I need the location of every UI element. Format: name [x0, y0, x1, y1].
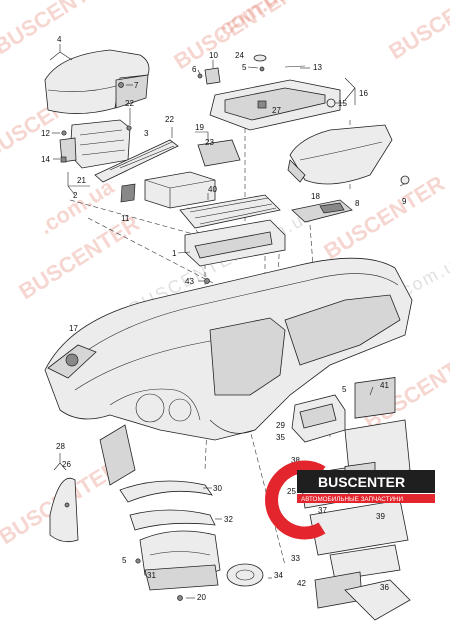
callout-38-upper: 38 [291, 456, 300, 465]
callout-16: 16 [359, 89, 368, 98]
callout-31: 31 [147, 571, 156, 580]
callout-34: 34 [274, 571, 283, 580]
callout-28: 28 [56, 442, 65, 451]
part-13-pin [284, 65, 306, 68]
part-18-handle [291, 199, 353, 223]
callout-22-left: 22 [125, 99, 134, 108]
part-40-mesh-pad [179, 194, 281, 229]
callout-19: 19 [195, 123, 204, 132]
callout-37: 37 [318, 506, 327, 515]
screw-22-left [126, 125, 132, 131]
watermark-brand-right-top: BUSCENTER [384, 0, 450, 64]
part-16-frame [209, 79, 341, 131]
part-36-lower-console [344, 579, 411, 621]
screw-5-top [259, 66, 265, 72]
callout-21: 21 [77, 176, 86, 185]
callout-13: 13 [313, 63, 322, 72]
callout-22-right: 22 [165, 115, 174, 124]
logo-subtitle: АВТОМОБИЛЬНЫЕ ЗАПЧАСТИНИ [301, 496, 404, 503]
callout-17: 17 [69, 324, 78, 333]
part-30-cluster-hood [119, 480, 213, 503]
callout-35: 35 [276, 433, 285, 442]
callout-5-top: 5 [242, 63, 247, 72]
part-23-lid [197, 139, 241, 167]
main-dashboard [44, 257, 413, 486]
callout-25: 25 [287, 487, 296, 496]
watermark-brand-right: BUSCENTER [319, 170, 448, 264]
part-35-bracket [291, 394, 346, 443]
callout-23: 23 [205, 138, 214, 147]
callout-42: 42 [297, 579, 306, 588]
callout-32: 32 [224, 515, 233, 524]
callout-24: 24 [235, 51, 244, 60]
callout-33: 33 [291, 554, 300, 563]
callout-5-low: 5 [122, 556, 127, 565]
screw-12 [61, 130, 67, 136]
callout-20: 20 [197, 593, 206, 602]
callout-leaders [49, 44, 405, 599]
callout-labels: 4 7 22 12 3 14 21 2 11 10 6 24 5 13 16 1… [41, 35, 412, 602]
part-19-tray [144, 171, 216, 209]
screw-5-lower [135, 558, 141, 564]
part-31-lower-cover [144, 564, 219, 591]
part-37-bracket [329, 544, 401, 581]
callout-1: 1 [172, 249, 177, 258]
part-3-vent-strip [94, 139, 179, 183]
callout-6: 6 [192, 65, 197, 74]
part-8-glovebox-lid [287, 124, 393, 185]
callout-12: 12 [41, 129, 50, 138]
callout-30: 30 [213, 484, 222, 493]
watermark-brand-mid: BUSCENTER [14, 210, 143, 304]
callout-26: 26 [62, 460, 71, 469]
part-15-grommet [326, 98, 336, 108]
part-17-speaker-grille [47, 344, 97, 379]
callout-15: 15 [338, 99, 347, 108]
screw-7 [118, 82, 124, 88]
clip-14 [60, 156, 67, 163]
logo-subtitle-bar [297, 494, 435, 503]
callout-29: 29 [276, 421, 285, 430]
callout-5-mid: 5 [342, 385, 347, 394]
part-28-side-trim [49, 477, 79, 543]
part-10-connector [197, 67, 221, 85]
callout-41: 41 [380, 381, 389, 390]
part-34-ring [226, 563, 264, 587]
callout-27: 27 [272, 106, 281, 115]
logo-title: BUSCENTER [318, 474, 405, 490]
callout-2: 2 [73, 191, 78, 200]
part-2-bracket [59, 119, 131, 169]
callout-7: 7 [134, 81, 139, 90]
callout-39: 39 [376, 512, 385, 521]
callout-14: 14 [41, 155, 50, 164]
logo-c-mark [265, 460, 326, 540]
part-24-cap [253, 54, 267, 62]
watermark-domain-top: .com.ua [209, 0, 293, 44]
part-32-upper-shroud [129, 509, 216, 531]
watermark-brand-upper-left: BUSCENTER [0, 0, 119, 59]
callout-8: 8 [355, 199, 360, 208]
callout-18: 18 [311, 192, 320, 201]
part-11-cover [120, 183, 136, 203]
callout-3: 3 [144, 129, 149, 138]
logo-title-bar [297, 470, 435, 493]
callout-4: 4 [57, 35, 62, 44]
callout-43: 43 [185, 277, 194, 286]
callout-36: 36 [380, 583, 389, 592]
part-1-bin [184, 219, 286, 267]
callout-40: 40 [208, 185, 217, 194]
callout-10: 10 [209, 51, 218, 60]
part-9-hinge [400, 175, 410, 185]
part-4-upper-cover [44, 49, 150, 114]
part-20-screw [177, 595, 183, 601]
part-43-clip [204, 278, 210, 284]
callout-9: 9 [402, 197, 407, 206]
buscenter-logo: BUSCENTER АВТОМОБИЛЬНЫЕ ЗАПЧАСТИНИ [265, 460, 435, 540]
callout-11: 11 [121, 214, 130, 223]
